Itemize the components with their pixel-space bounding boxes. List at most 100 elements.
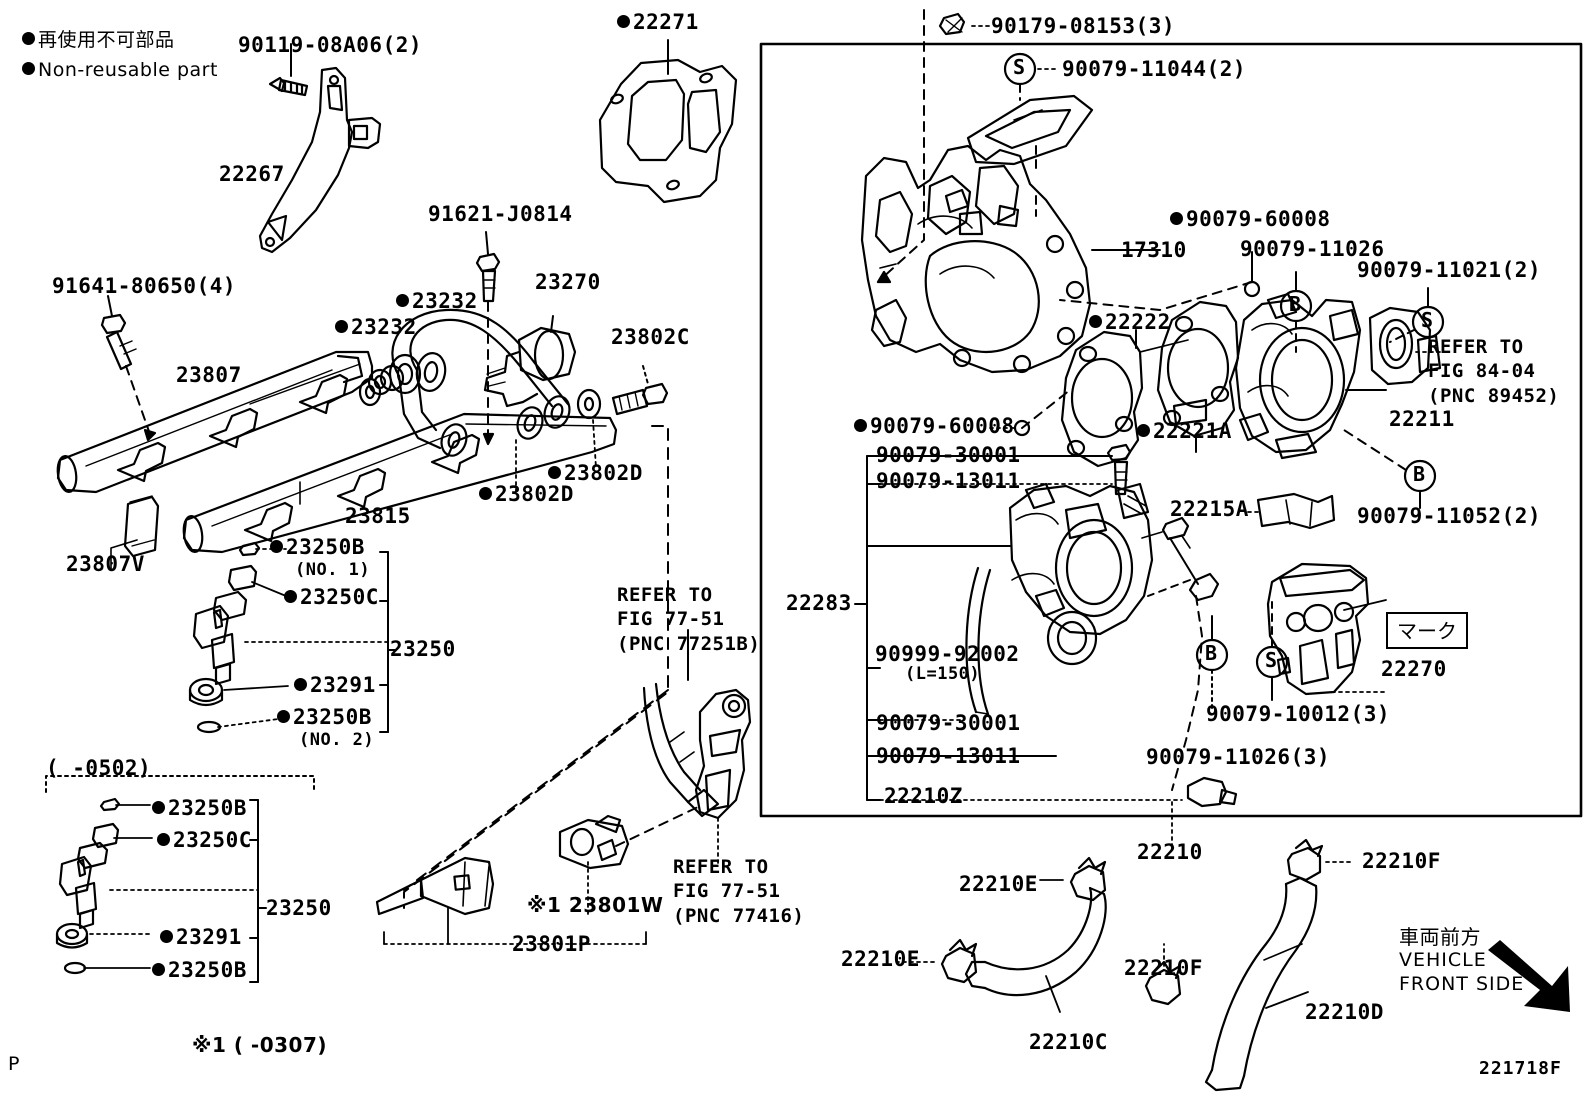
part-label-22215A[interactable]: 22215A	[1170, 497, 1249, 521]
part-label-22270[interactable]: 22270	[1381, 657, 1447, 681]
filled-circle-icon	[277, 710, 290, 723]
part-label-23815[interactable]: 23815	[345, 504, 411, 528]
part-label-22210E-left[interactable]: 22210E	[841, 947, 920, 971]
part-label-22222[interactable]: 22222	[1089, 311, 1171, 333]
ref-line2: FIG 77-51	[617, 608, 725, 631]
filled-circle-icon	[1137, 424, 1150, 437]
part-label-22221A[interactable]: 22221A	[1137, 420, 1232, 442]
part-label-17310[interactable]: 17310	[1121, 238, 1187, 262]
part-label-23802D-1[interactable]: 23802D	[479, 483, 574, 505]
part-label-22210Z[interactable]: 22210Z	[884, 784, 963, 808]
part-label-90179-08153[interactable]: 90179-08153(3)	[991, 14, 1176, 38]
filled-circle-icon	[152, 801, 165, 814]
part-label-22210C[interactable]: 22210C	[1029, 1030, 1108, 1054]
reference-fig-84-04[interactable]: REFER TO FIG 84-04 (PNC 89452)	[1428, 335, 1559, 408]
part-label-90079-30001-b[interactable]: 90079-30001	[876, 711, 1021, 735]
part-label-90079-60008-top[interactable]: 90079-60008	[1170, 208, 1331, 230]
part-label-23250B-b2[interactable]: 23250B	[152, 959, 247, 981]
part-label-22283[interactable]: 22283	[786, 591, 852, 615]
reference-fig-77-51-pnc77416[interactable]: REFER TO FIG 77-51 (PNC 77416)	[673, 855, 804, 928]
filled-circle-icon	[548, 466, 561, 479]
vehicle-front-en1: VEHICLE	[1399, 949, 1487, 972]
ref-line1: REFER TO	[1428, 336, 1524, 358]
part-label-90079-11026[interactable]: 90079-11026	[1240, 237, 1385, 261]
part-label-23250C[interactable]: 23250C	[284, 586, 379, 608]
part-label-23802D-2[interactable]: 23802D	[548, 462, 643, 484]
part-label-23801W[interactable]: ※1 23801W	[527, 893, 664, 917]
part-label-23250[interactable]: 23250	[390, 637, 456, 661]
filled-circle-icon	[22, 32, 35, 45]
part-label-23291[interactable]: 23291	[294, 674, 376, 696]
ref-line3: (PNC 77251B)	[617, 632, 761, 655]
part-label-90079-60008-mid[interactable]: 90079-60008	[854, 415, 1015, 437]
part-label-22210D[interactable]: 22210D	[1305, 1000, 1384, 1024]
part-label-90079-11044[interactable]: 90079-11044(2)	[1062, 57, 1247, 81]
part-label-23807[interactable]: 23807	[176, 363, 242, 387]
filled-circle-icon	[396, 294, 409, 307]
filled-circle-icon	[22, 62, 35, 75]
part-label-22267[interactable]: 22267	[219, 162, 285, 186]
circle-marker-s-3: S	[1265, 648, 1278, 672]
part-label-23250B-no2-sub: (NO. 2)	[299, 730, 375, 750]
part-label-23250B-no1[interactable]: 23250B	[270, 536, 365, 558]
group-label-0502: ( -0502)	[46, 756, 152, 780]
part-label-23232-a[interactable]: 23232	[335, 316, 417, 338]
part-label-23232-b[interactable]: 23232	[396, 290, 478, 312]
legend-non-reusable-en: Non-reusable part	[22, 60, 218, 80]
filled-circle-icon	[479, 487, 492, 500]
part-label-23270[interactable]: 23270	[535, 270, 601, 294]
filled-circle-icon	[270, 540, 283, 553]
part-label-90079-13011-a[interactable]: 90079-13011	[876, 469, 1021, 493]
part-label-22210E-top[interactable]: 22210E	[959, 872, 1038, 896]
part-label-90079-11052[interactable]: 90079-11052(2)	[1357, 504, 1542, 528]
part-label-23807V[interactable]: 23807V	[66, 552, 145, 576]
part-label-23250B-no1-sub: (NO. 1)	[295, 560, 371, 580]
figure-id: 221718F	[1479, 1058, 1562, 1079]
reference-fig-77-51-pnc77251b[interactable]: REFER TO FIG 77-51 (PNC 77251B)	[617, 583, 760, 656]
part-label-23250-b[interactable]: 23250	[266, 896, 332, 920]
throttle-body-group-box	[759, 42, 1583, 818]
part-label-91621-J0814[interactable]: 91621-J0814	[428, 202, 573, 226]
ref-line3: (PNC 77416)	[673, 904, 805, 927]
part-label-23250B-b1[interactable]: 23250B	[152, 797, 247, 819]
page-mark: P	[8, 1053, 20, 1075]
filled-circle-icon	[854, 419, 867, 432]
note-0307: ※1 ( -0307)	[192, 1033, 328, 1057]
part-label-90999-92002[interactable]: 90999-92002	[875, 642, 1020, 666]
ref-line2: FIG 84-04	[1428, 360, 1536, 383]
filled-circle-icon	[284, 590, 297, 603]
part-label-90079-11021[interactable]: 90079-11021(2)	[1357, 258, 1542, 282]
part-label-23250C-b[interactable]: 23250C	[157, 829, 252, 851]
ref-line3: (PNC 89452)	[1428, 384, 1560, 407]
part-label-91641-80650[interactable]: 91641-80650(4)	[52, 274, 237, 298]
part-label-23250B-no2[interactable]: 23250B	[277, 706, 372, 728]
ref-line1: REFER TO	[673, 856, 769, 878]
legend-non-reusable-jp: 再使用不可部品	[22, 30, 175, 50]
part-label-22210F-top[interactable]: 22210F	[1362, 849, 1441, 873]
mark-callout-box: マーク	[1386, 612, 1468, 649]
filled-circle-icon	[1089, 315, 1102, 328]
part-label-90079-10012[interactable]: 90079-10012(3)	[1206, 702, 1391, 726]
part-label-22210F-mid[interactable]: 22210F	[1124, 956, 1203, 980]
part-label-90119-08A06[interactable]: 90119-08A06(2)	[238, 33, 423, 57]
circle-marker-s-2: S	[1421, 308, 1434, 332]
part-label-90999-length: (L=150)	[905, 664, 981, 684]
vehicle-front-side-note: 車両前方 VEHICLE FRONT SIDE	[1399, 925, 1524, 996]
part-label-23802C[interactable]: 23802C	[611, 325, 690, 349]
part-label-23801P[interactable]: 23801P	[512, 932, 591, 956]
part-label-90079-30001-a[interactable]: 90079-30001	[876, 443, 1021, 467]
filled-circle-icon	[1170, 212, 1183, 225]
part-label-22271[interactable]: 22271	[617, 11, 699, 33]
filled-circle-icon	[152, 963, 165, 976]
part-label-23291-b[interactable]: 23291	[160, 926, 242, 948]
part-label-22211[interactable]: 22211	[1389, 407, 1455, 431]
part-label-90079-11026-3[interactable]: 90079-11026(3)	[1146, 745, 1331, 769]
filled-circle-icon	[160, 930, 173, 943]
circle-marker-b-2: B	[1413, 462, 1426, 486]
part-label-22210[interactable]: 22210	[1137, 840, 1203, 864]
filled-circle-icon	[294, 678, 307, 691]
vehicle-front-en2: FRONT SIDE	[1399, 972, 1525, 995]
part-label-90079-13011-b[interactable]: 90079-13011	[876, 744, 1021, 768]
circle-marker-s-1: S	[1013, 55, 1026, 79]
